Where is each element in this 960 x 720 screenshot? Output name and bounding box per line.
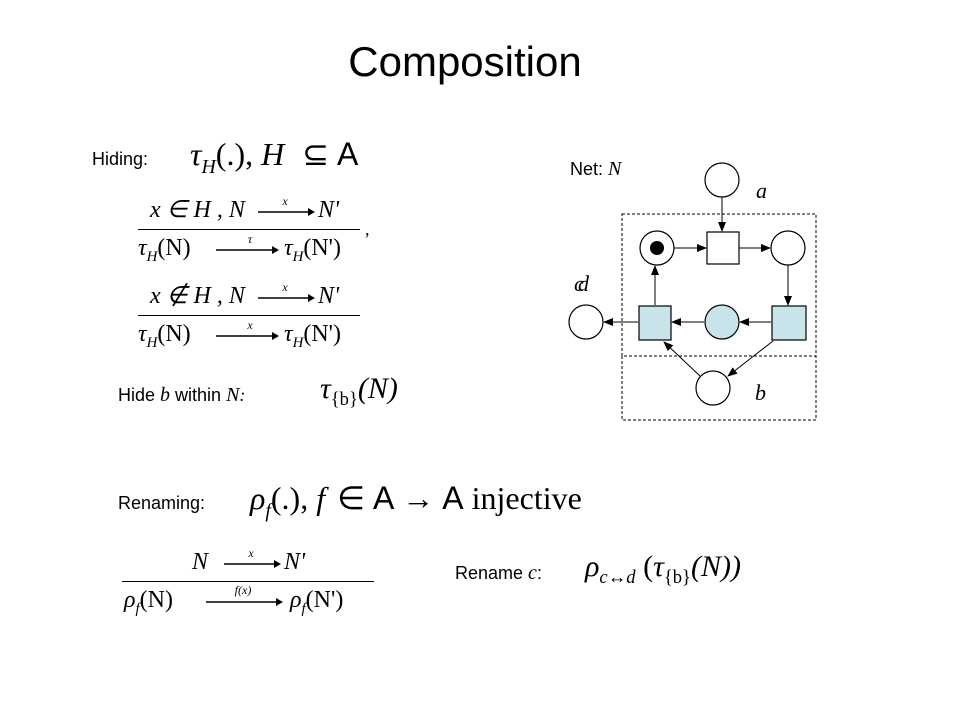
renaming-premise-lhs: N	[192, 549, 209, 575]
rule2-arrow	[258, 294, 315, 302]
rule2-premise-lhs: x ∉ H , N	[150, 283, 245, 309]
arc-b-to-left	[663, 341, 701, 377]
net-label-d: d	[578, 271, 590, 296]
hide-example-label: Hide b within N:	[118, 384, 246, 406]
place-a	[704, 162, 740, 198]
renaming-definition: ρf(.), f ∈ A → A injective	[250, 480, 582, 522]
rule1-conclusion-arrow	[216, 246, 279, 254]
renaming-conclusion-rhs: ρf(N')	[290, 587, 344, 617]
renaming-conclusion-lhs: ρf(N)	[124, 587, 173, 617]
hiding-rule2-premise: x ∉ H , N	[150, 284, 245, 308]
transition-right	[771, 305, 807, 341]
rule1-conclusion-lhs: τH(N)	[138, 235, 191, 265]
rule1-trailer: ,	[365, 219, 370, 239]
renaming-label: Renaming:	[118, 493, 206, 513]
rho-symbol: ρ	[250, 480, 266, 516]
transition-left	[638, 305, 672, 341]
rule1-arrow-label: x	[282, 194, 288, 208]
hiding-args: (.),	[215, 136, 254, 172]
net-label-b: b	[755, 380, 766, 405]
tau-subscript: H	[201, 155, 216, 178]
rule1-fraction-bar	[138, 229, 360, 230]
rule1-conclusion-arrow-label: τ	[247, 232, 253, 246]
place-right	[770, 230, 806, 266]
hiding-rule1-premise: x ∈ H , N	[150, 198, 245, 222]
arc-right-to-b	[727, 340, 774, 377]
net-boundary-lower	[621, 356, 817, 421]
rename-example-formula: ρc↔d (τ{b}(N))	[585, 550, 741, 589]
renaming-premise-rhs: N'	[284, 549, 306, 575]
tau-symbol: τ	[190, 136, 202, 172]
hiding-label: Hiding:	[92, 149, 149, 169]
rule2-fraction-bar	[138, 315, 360, 316]
subset-symbol: ⊆	[302, 136, 330, 172]
hiding-definition: τH(.), H ⊆ A	[190, 136, 359, 176]
place-b	[695, 370, 731, 406]
rule1-premise-lhs: x ∈ H , N	[150, 197, 245, 223]
net-label: Net: N	[570, 158, 622, 180]
rename-example-label: Rename c:	[455, 562, 542, 584]
renaming-arrow-label: x	[248, 546, 254, 560]
net-label-c: c	[574, 271, 584, 296]
rule1-conclusion-rhs: τH(N')	[284, 235, 341, 265]
rule2-conclusion-arrow	[216, 332, 279, 340]
rho-subscript: f	[265, 499, 271, 522]
alphabet-symbol: A	[337, 136, 359, 172]
hide-example-formula: τ{b}(N)	[320, 372, 398, 411]
renaming-conclusion-arrow-label: f(x)	[234, 583, 252, 597]
injective-qualifier: injective	[471, 480, 582, 516]
renaming-fraction-bar	[122, 581, 374, 582]
net-label-a: a	[756, 178, 767, 203]
token	[650, 241, 664, 255]
rule2-conclusion-rhs: τH(N')	[284, 321, 341, 351]
hiding-set: H	[261, 136, 285, 172]
net-boundary-upper	[621, 213, 817, 357]
element-symbol: ∈	[337, 480, 365, 516]
rule1-arrow	[258, 208, 315, 216]
renaming-arrow	[224, 560, 281, 568]
place-center	[704, 304, 740, 340]
page-title: Composition	[348, 38, 582, 85]
rule2-conclusion-lhs: τH(N)	[138, 321, 191, 351]
place-d	[568, 304, 604, 340]
rule1-premise-rhs: N'	[318, 197, 340, 223]
rule2-arrow-label: x	[282, 280, 288, 294]
maps-to-symbol: →	[402, 480, 435, 516]
rule2-premise-rhs: N'	[318, 283, 340, 309]
rule2-conclusion-arrow-label: x	[247, 318, 253, 332]
transition-top	[706, 231, 740, 265]
renaming-conclusion-arrow	[206, 598, 283, 606]
